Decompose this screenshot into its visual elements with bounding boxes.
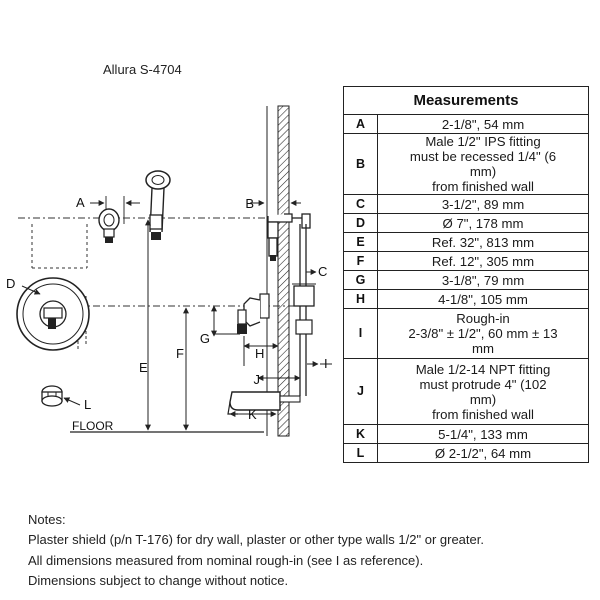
table-row: F Ref. 12", 305 mm: [343, 251, 589, 271]
valve-handle-side: [237, 293, 270, 334]
row-value: Ref. 32", 813 mm: [377, 232, 589, 252]
value-line: Male 1/2-14 NPT fitting: [415, 361, 551, 377]
table-row: K 5-1/4", 133 mm: [343, 424, 589, 444]
value-line: 2-1/8", 54 mm: [441, 116, 525, 132]
table-row: C 3-1/2", 89 mm: [343, 194, 589, 214]
value-line: must be recessed 1/4" (6: [409, 149, 557, 164]
row-value: 3-1/2", 89 mm: [377, 194, 589, 214]
row-value: 4-1/8", 105 mm: [377, 289, 589, 309]
table-row: L Ø 2-1/2", 64 mm: [343, 443, 589, 463]
notes-heading: Notes:: [28, 512, 66, 527]
row-value: Ø 2-1/2", 64 mm: [377, 443, 589, 463]
row-value: 3-1/8", 79 mm: [377, 270, 589, 290]
label-k: K: [248, 407, 257, 422]
label-d: D: [6, 276, 15, 291]
value-line: Male 1/2" IPS fitting: [425, 134, 541, 149]
row-value: Ref. 12", 305 mm: [377, 251, 589, 271]
valve-body-pipes: [292, 224, 316, 396]
table-row: D Ø 7", 178 mm: [343, 213, 589, 233]
value-line: mm): [469, 164, 497, 179]
value-line: 3-1/2", 89 mm: [441, 196, 525, 212]
value-line: 4-1/8", 105 mm: [438, 291, 528, 307]
row-key: C: [343, 194, 378, 214]
row-key: K: [343, 424, 378, 444]
label-j: J: [254, 372, 261, 387]
value-line: Rough-in: [456, 311, 510, 326]
row-key: A: [343, 114, 378, 134]
note-line: Plaster shield (p/n T-176) for dry wall,…: [28, 532, 484, 548]
table-header: Measurements: [343, 86, 589, 115]
label-e: E: [139, 360, 148, 375]
value-line: mm): [469, 391, 497, 407]
value-line: Ref. 12", 305 mm: [431, 253, 535, 269]
wall-hatch: [277, 105, 290, 437]
dim-d-leader: [21, 285, 41, 295]
value-line: 3-1/8", 79 mm: [441, 272, 525, 288]
table-row: A 2-1/8", 54 mm: [343, 114, 589, 134]
value-line: must protrude 4" (102: [419, 376, 547, 392]
label-b: B: [245, 196, 254, 211]
value-line: Ø 7", 178 mm: [442, 215, 524, 231]
note-line: All dimensions measured from nominal rou…: [28, 552, 424, 568]
label-g: G: [200, 331, 210, 346]
row-key: L: [343, 443, 378, 463]
row-value: Ø 7", 178 mm: [377, 213, 589, 233]
value-line: mm: [472, 341, 494, 356]
label-i: I: [324, 356, 328, 371]
label-a: A: [76, 195, 85, 210]
row-key: I: [343, 308, 378, 359]
row-value: 5-1/4", 133 mm: [377, 424, 589, 444]
trim-plate: [16, 277, 90, 351]
label-f: F: [176, 346, 184, 361]
note-line: Dimensions subject to change without not…: [28, 573, 289, 589]
row-key: D: [343, 213, 378, 233]
table-row: E Ref. 32", 813 mm: [343, 232, 589, 252]
row-key: F: [343, 251, 378, 271]
diverter-knob: [41, 385, 63, 407]
row-value: 2-1/8", 54 mm: [377, 114, 589, 134]
row-key: H: [343, 289, 378, 309]
label-h: H: [255, 346, 264, 361]
table-row: H 4-1/8", 105 mm: [343, 289, 589, 309]
supply-elbow-front: [98, 208, 120, 243]
value-line: from finished wall: [432, 406, 534, 422]
product-title: Allura S-4704: [103, 62, 182, 77]
label-l: L: [84, 397, 91, 412]
value-line: Ref. 32", 813 mm: [431, 234, 535, 250]
supply-elbow-side: B: [245, 196, 311, 261]
value-line: 2-3/8" ± 1/2", 60 mm ± 13: [408, 326, 558, 341]
value-line: Ø 2-1/2", 64 mm: [434, 445, 532, 461]
hand-shower: [145, 170, 171, 240]
value-line: from finished wall: [432, 179, 534, 194]
floor-label: FLOOR: [72, 419, 114, 433]
notes-section: Notes: Plaster shield (p/n T-176) for dr…: [28, 510, 484, 592]
row-key: B: [343, 133, 378, 195]
tub-spout: [227, 391, 301, 415]
row-key: E: [343, 232, 378, 252]
dim-l-leader: [63, 397, 81, 406]
value-line: 5-1/4", 133 mm: [438, 426, 528, 442]
label-c: C: [318, 264, 327, 279]
row-key: G: [343, 270, 378, 290]
row-key: J: [343, 358, 378, 425]
table-row: G 3-1/8", 79 mm: [343, 270, 589, 290]
